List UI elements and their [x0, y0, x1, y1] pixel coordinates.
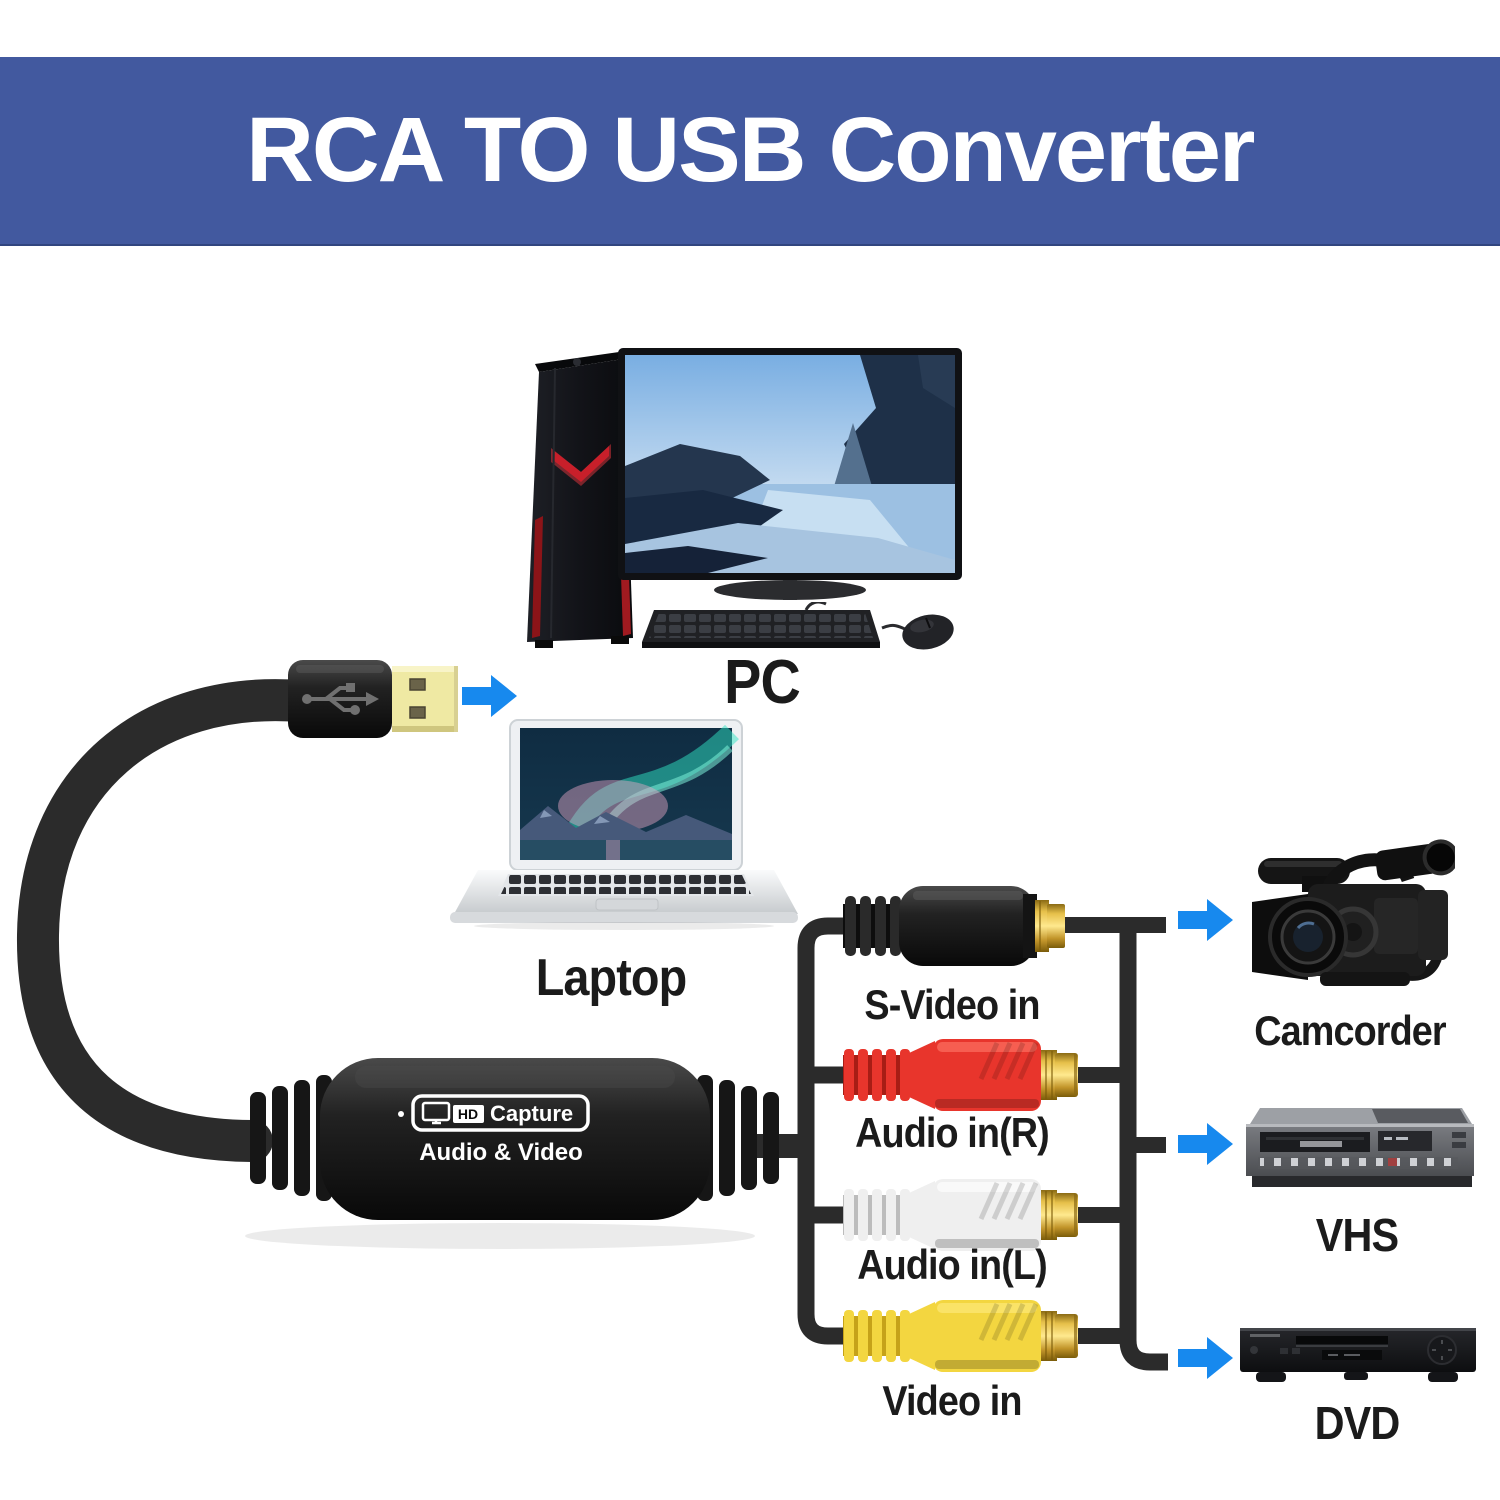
flow-arrow-icon [1178, 899, 1233, 941]
pc-keyboard [642, 602, 954, 650]
capture-device-shadow [245, 1223, 755, 1249]
pc-mouse [902, 614, 954, 650]
capture-label-box: HD Capture [411, 1094, 590, 1132]
audio-in-r-label: Audio in(R) [855, 1109, 1050, 1156]
laptop-base [450, 870, 798, 930]
dvd-brand-mark [1250, 1334, 1280, 1337]
dvd-jog-knob [1427, 1335, 1457, 1365]
vhs-display [1378, 1131, 1432, 1151]
monitor-screen [625, 355, 955, 573]
title-banner: RCA TO USB Converter [0, 57, 1500, 246]
vhs-record-button [1388, 1158, 1397, 1166]
video-in-label: Video in [882, 1377, 1022, 1424]
power-button [573, 358, 581, 366]
usb-cable-curve [16, 679, 321, 1162]
hd-badge-text: HD [458, 1106, 478, 1122]
monitor-base [714, 580, 866, 600]
rca-connector-yellow [843, 1296, 1078, 1376]
arrow-usb-to-computer [462, 674, 518, 718]
keyboard-cable [804, 602, 827, 611]
vhs-label: VHS [1315, 1209, 1399, 1261]
laptop-screen [520, 724, 739, 860]
hd-monitor-icon [421, 1101, 451, 1125]
laptop [450, 719, 798, 930]
laptop-label: Laptop [535, 949, 687, 1007]
laptop-trackpad [595, 898, 659, 911]
page-title: RCA TO USB Converter [246, 99, 1255, 201]
flow-arrow-icon [1178, 1123, 1233, 1165]
usb-connector [288, 660, 458, 738]
audio-in-l-label: Audio in(L) [857, 1241, 1047, 1288]
flow-arrow-icon [462, 675, 517, 717]
capture-device: HD Capture Audio & Video [250, 1058, 779, 1220]
vhs-player [1246, 1108, 1474, 1187]
flow-arrow-icon [1178, 1337, 1233, 1379]
usb-plug-tip [392, 666, 458, 732]
dvd-disc-tray [1296, 1336, 1388, 1344]
dvd-player [1240, 1328, 1476, 1382]
arrow-to-dvd [1178, 1336, 1234, 1380]
vhs-buttons [1260, 1157, 1456, 1168]
camcorder [1252, 839, 1455, 986]
pc-monitor [618, 348, 962, 600]
dvd-power-button [1250, 1346, 1258, 1354]
capture-subtitle: Audio & Video [419, 1139, 583, 1166]
camcorder-viewfinder [1375, 839, 1455, 881]
hd-badge [453, 1105, 484, 1123]
s-video-connector [843, 878, 1068, 974]
pc-label: PC [724, 648, 801, 717]
rca-connector-red [843, 1035, 1078, 1115]
usb-trident-icon [302, 683, 379, 715]
pc-tower [527, 352, 633, 648]
left-bracket-wire [797, 917, 858, 1345]
arrow-to-vhs [1178, 1122, 1234, 1166]
vhs-cassette-lid [1372, 1109, 1468, 1123]
tower-red-chevron [553, 446, 609, 482]
dvd-label: DVD [1314, 1397, 1401, 1449]
arrow-to-camcorder [1178, 898, 1234, 942]
camcorder-label: Camcorder [1254, 1007, 1446, 1054]
capture-left-ribs [250, 1075, 332, 1201]
capture-text: Capture [490, 1101, 573, 1126]
s-video-in-label: S-Video in [864, 981, 1040, 1028]
